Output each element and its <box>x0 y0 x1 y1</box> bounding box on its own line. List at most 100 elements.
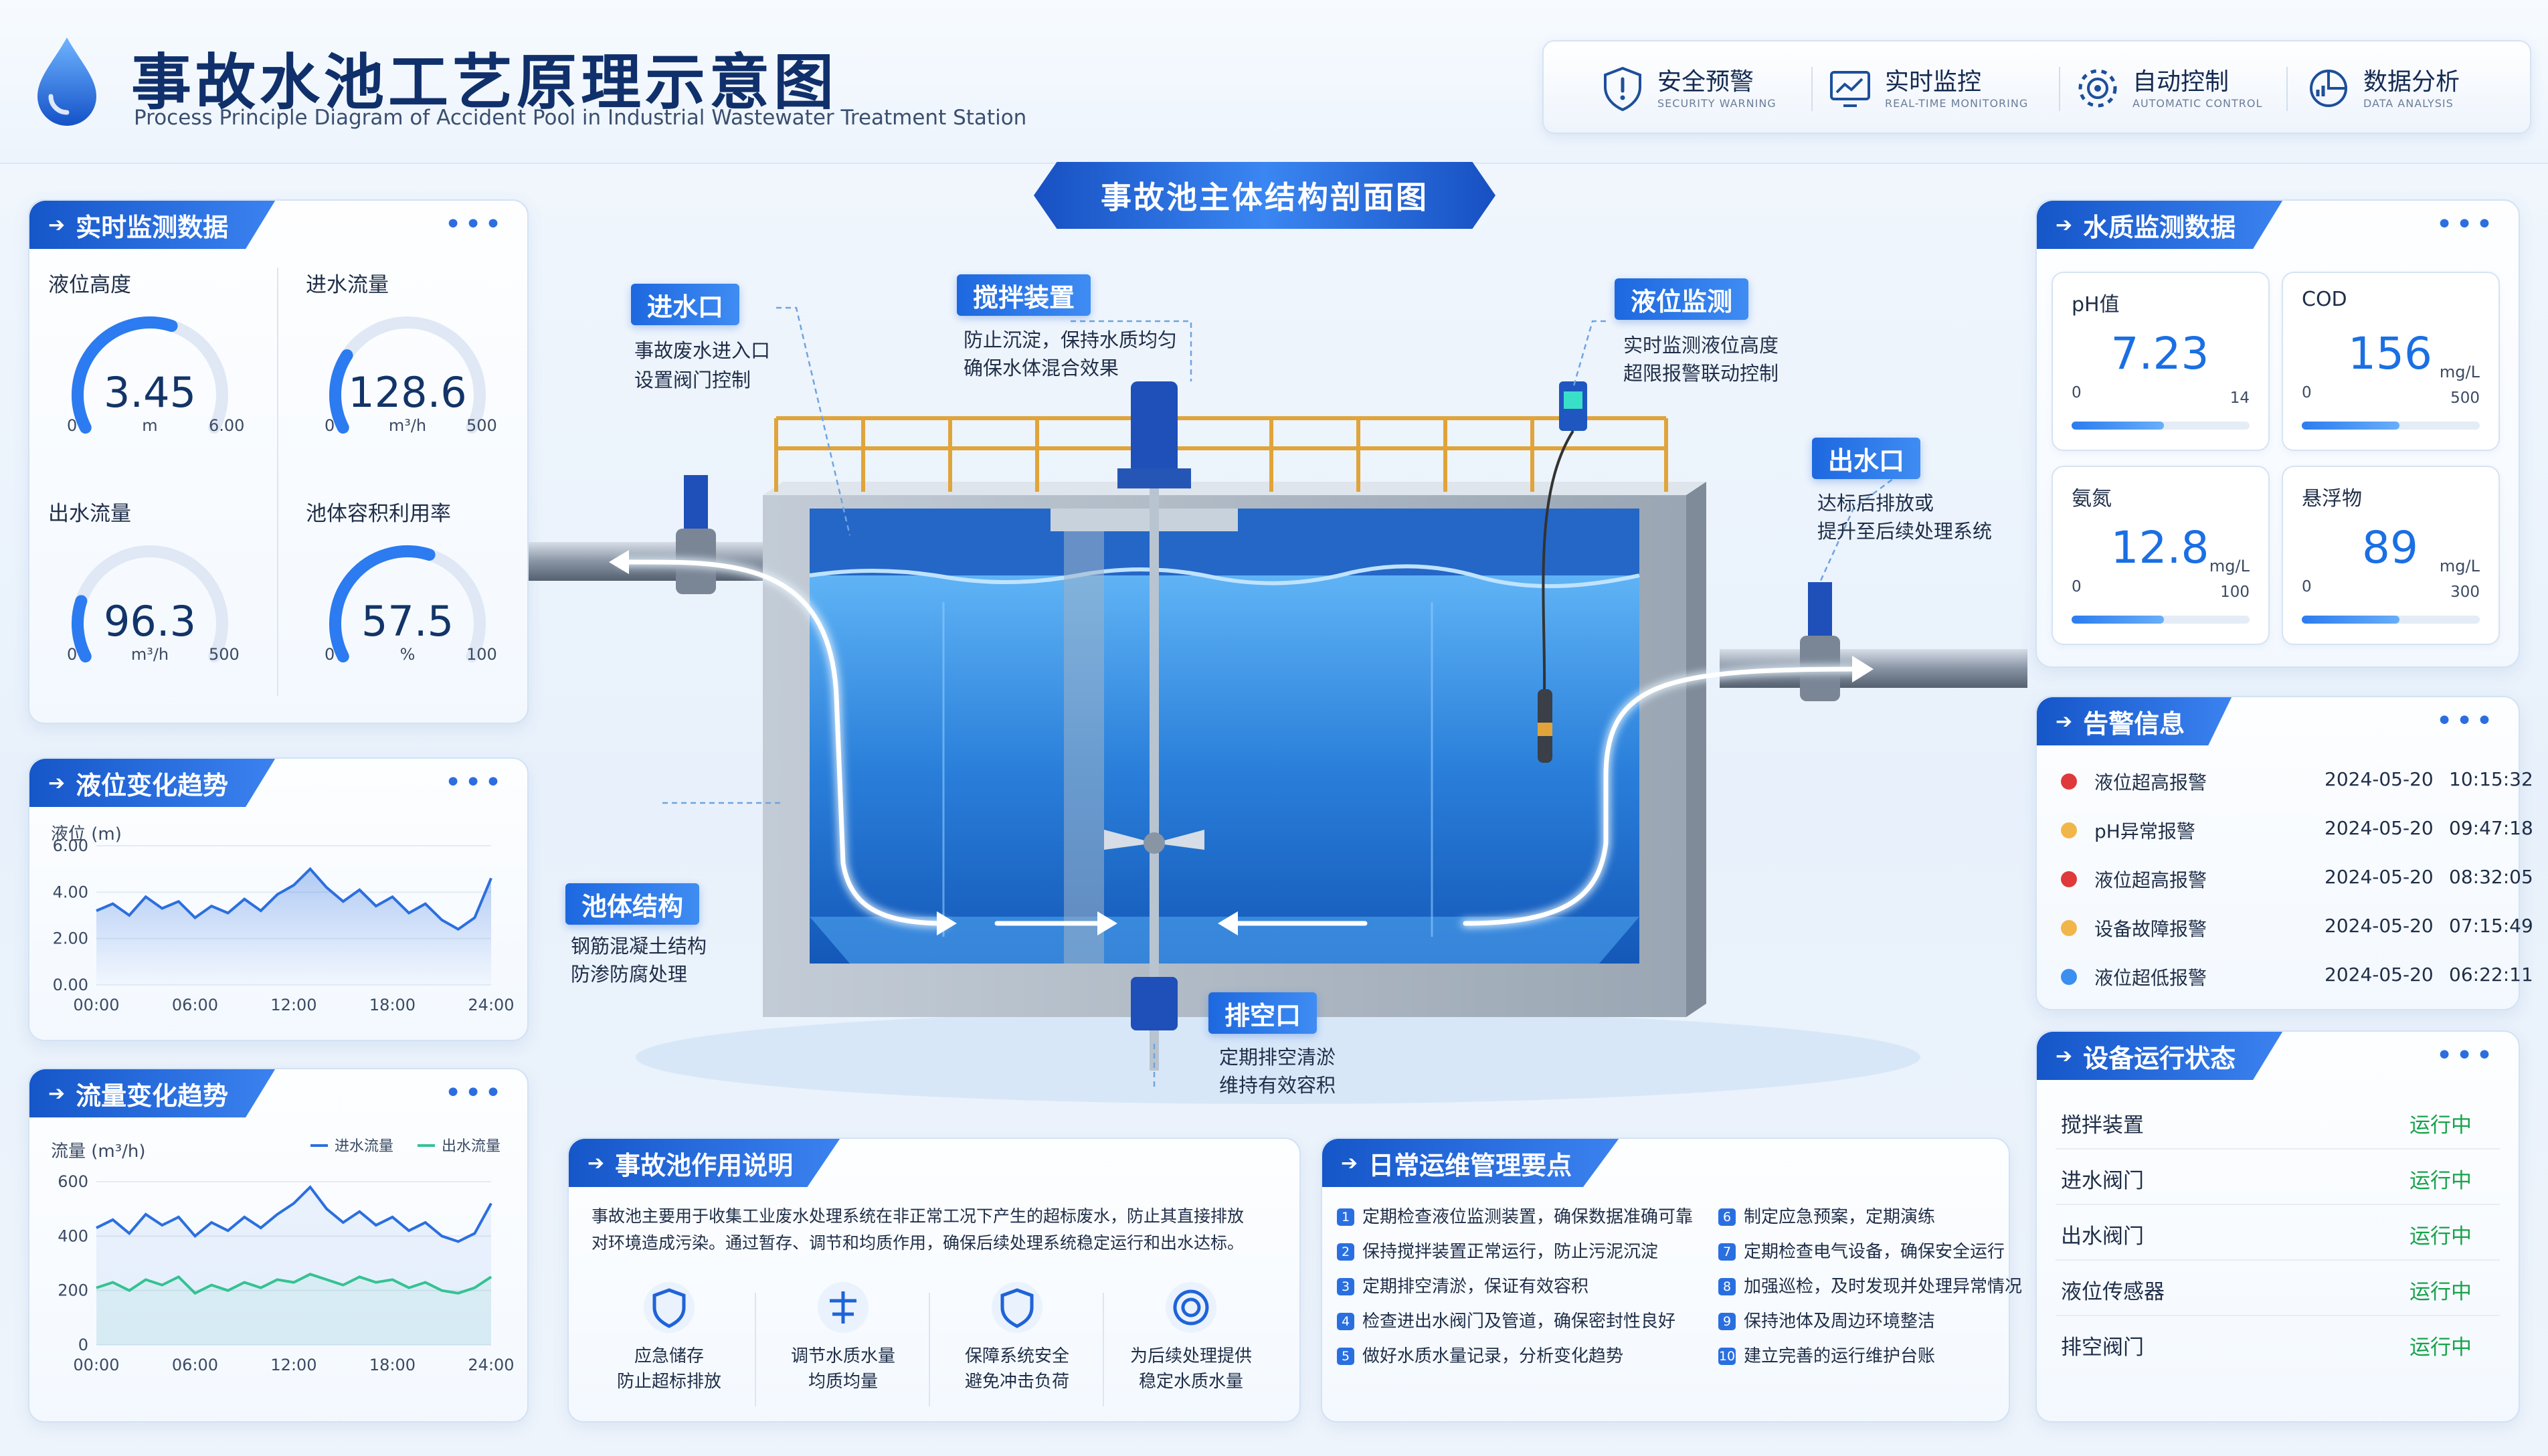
panel-title: ➔水质监测数据 <box>2037 201 2283 249</box>
more-icon[interactable]: ••• <box>2436 704 2496 738</box>
alarm-row[interactable]: 液位超低报警 2024-05-20 06:22:11 <box>2037 951 2533 1001</box>
alarm-date: 2024-05-20 <box>2325 817 2434 839</box>
device-row[interactable]: 液位传感器运行中 <box>2037 1260 2519 1316</box>
gauge-label: 液位高度 <box>48 273 131 297</box>
arrow-icon: ➔ <box>2056 709 2073 733</box>
y-tick-label: 0 <box>78 1336 88 1354</box>
page-title: 事故水池工艺原理示意图 <box>131 48 838 118</box>
x-tick-label: 12:00 <box>270 1356 316 1374</box>
description-text-2: 对环境造成污染。通过暂存、调节和均质作用，确保后续处理系统稳定运行和出水达标。 <box>592 1233 1245 1253</box>
panel-title: ➔液位变化趋势 <box>29 759 276 807</box>
diagram-title-banner <box>1034 162 1495 229</box>
more-icon[interactable]: ••• <box>2436 207 2496 242</box>
inlet-valve-actuator <box>684 475 708 529</box>
more-icon[interactable]: ••• <box>444 207 505 242</box>
y-axis-label: 流量 (m³/h) <box>51 1142 146 1162</box>
mixer-mount <box>1117 468 1191 488</box>
y-tick-label: 6.00 <box>53 836 88 855</box>
wq-min: 0 <box>2302 384 2312 401</box>
panel-title: ➔流量变化趋势 <box>29 1069 276 1117</box>
more-icon[interactable]: ••• <box>444 765 505 800</box>
gauge-fill <box>72 595 92 663</box>
device-row[interactable]: 出水阀门运行中 <box>2037 1204 2519 1261</box>
gauge-max: 500 <box>209 645 240 664</box>
feature-item: 调节水质水量均质均量 <box>769 1281 917 1394</box>
item-number: 6 <box>1718 1208 1736 1226</box>
mixer-blade <box>1104 830 1204 850</box>
device-row[interactable]: 排空阀门运行中 <box>2037 1315 2519 1372</box>
more-icon[interactable]: ••• <box>444 1076 505 1110</box>
wq-progress-fill <box>2302 616 2400 624</box>
y-tick-label: 200 <box>58 1281 88 1300</box>
device-name: 出水阀门 <box>2061 1224 2144 1249</box>
more-icon[interactable]: ••• <box>2436 1038 2496 1073</box>
description-text-1: 事故池主要用于收集工业废水处理系统在非正常工况下产生的超标废水，防止其直接排放 <box>592 1206 1245 1226</box>
gauge-unit: m³/h <box>130 645 169 664</box>
arrow-icon: ➔ <box>48 213 66 237</box>
item-text: 加强巡检，及时发现并处理异常情况 <box>1744 1277 2023 1297</box>
page-subtitle: Process Principle Diagram of Accident Po… <box>134 106 1027 130</box>
feature-line-2: 均质均量 <box>808 1372 878 1392</box>
drain-desc-2: 维持有效容积 <box>1219 1074 1336 1097</box>
wq-progress-fill <box>2072 616 2165 624</box>
callout-leaders <box>662 306 1908 1091</box>
alarm-dot-icon <box>2061 822 2077 838</box>
feature-line-2: 稳定水质水量 <box>1138 1372 1243 1392</box>
alarm-time: 06:22:11 <box>2449 964 2533 986</box>
x-tick-label: 18:00 <box>369 1356 416 1374</box>
wq-name: 悬浮物 <box>2302 487 2362 511</box>
gauge-max: 6.00 <box>209 416 245 435</box>
row-divider <box>2056 1148 2500 1150</box>
gauge-value: 96.3 <box>103 597 197 646</box>
device-row[interactable]: 进水阀门运行中 <box>2037 1149 2519 1205</box>
row-divider <box>2056 1315 2500 1316</box>
drain-callout-tag: 排空口 <box>1208 992 1317 1034</box>
wq-progress-track <box>2302 422 2480 430</box>
body-callout-tag: 池体结构 <box>565 883 700 925</box>
device-row[interactable]: 搅拌装置运行中 <box>2037 1093 2519 1150</box>
nav-sublabel: REAL-TIME MONITORING <box>1885 96 2029 110</box>
gauge-fill <box>72 316 178 434</box>
inlet-callout-tag: 进水口 <box>631 284 740 325</box>
outlet-desc-1: 达标后排放或 <box>1817 492 1934 515</box>
wq-name: 氨氮 <box>2072 487 2112 511</box>
alarm-time: 07:15:49 <box>2449 915 2533 937</box>
area-fill <box>96 1274 491 1345</box>
alarm-text: 液位超低报警 <box>2094 967 2207 989</box>
wq-unit: mg/L <box>2209 557 2250 575</box>
nav-sublabel: DATA ANALYSIS <box>2363 96 2454 110</box>
legend-label: 进水流量 <box>335 1138 393 1155</box>
alarm-date: 2024-05-20 <box>2325 964 2434 986</box>
nav-divider <box>2286 67 2288 111</box>
alarm-dot-icon <box>2061 774 2077 790</box>
feature-divider <box>755 1293 756 1406</box>
inlet-desc-1: 事故废水进入口 <box>634 339 771 362</box>
gauge-min: 0 <box>325 416 335 435</box>
feature-item: 保障系统安全避免冲击负荷 <box>943 1281 1091 1394</box>
nav-label: 安全预警 <box>1657 68 1754 96</box>
wq-progress-fill <box>2072 422 2165 430</box>
feature-item: 为后续处理提供稳定水质水量 <box>1117 1281 1265 1394</box>
feature-line-2: 避免冲击负荷 <box>964 1372 1069 1392</box>
